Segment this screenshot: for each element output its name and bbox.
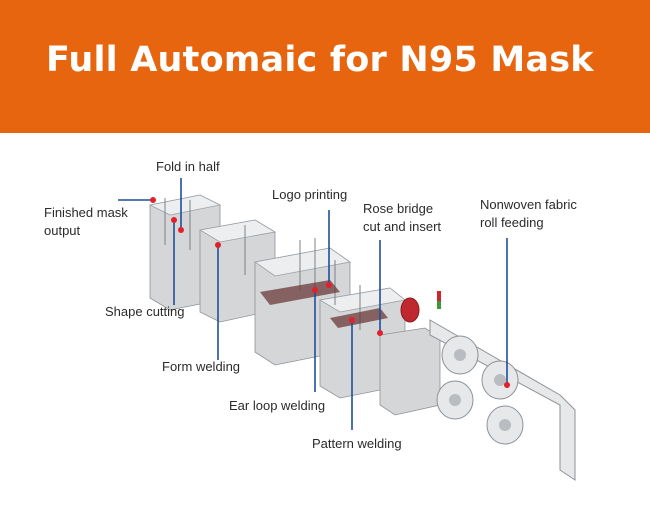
label-form-welding: Form welding xyxy=(162,359,241,374)
label-finished-mask-output-line1: Finished mask xyxy=(44,205,128,220)
product-conveyor xyxy=(260,280,388,328)
label-rose-bridge-line2: cut and insert xyxy=(363,219,442,234)
machine-cabinet-tops xyxy=(148,194,406,313)
label-pattern-welding: Pattern welding xyxy=(312,436,402,451)
label-fold-in-half: Fold in half xyxy=(156,159,220,174)
label-rose-bridge: Rose bridge cut and insert xyxy=(363,200,441,236)
label-ear-loop-welding: Ear loop welding xyxy=(229,398,326,413)
label-finished-mask-output-line2: output xyxy=(44,223,81,238)
label-finished-mask-output: Finished mask output xyxy=(44,204,128,240)
label-nonwoven-line1: Nonwoven fabric xyxy=(480,197,577,212)
label-nonwoven-line2: roll feeding xyxy=(480,215,544,230)
label-logo-printing: Logo printing xyxy=(272,187,348,202)
label-rose-bridge-line1: Rose bridge xyxy=(363,201,434,216)
label-shape-cutting: Shape cutting xyxy=(105,304,185,319)
leader-lines xyxy=(118,178,508,430)
marker-dots xyxy=(150,197,510,388)
production-line-illustration xyxy=(118,178,576,481)
page-title: Full Automaic for N95 Mask xyxy=(46,40,594,80)
label-nonwoven-fabric: Nonwoven fabric roll feeding xyxy=(480,196,577,232)
title-banner: Full Automaic for N95 Mask xyxy=(0,0,650,133)
